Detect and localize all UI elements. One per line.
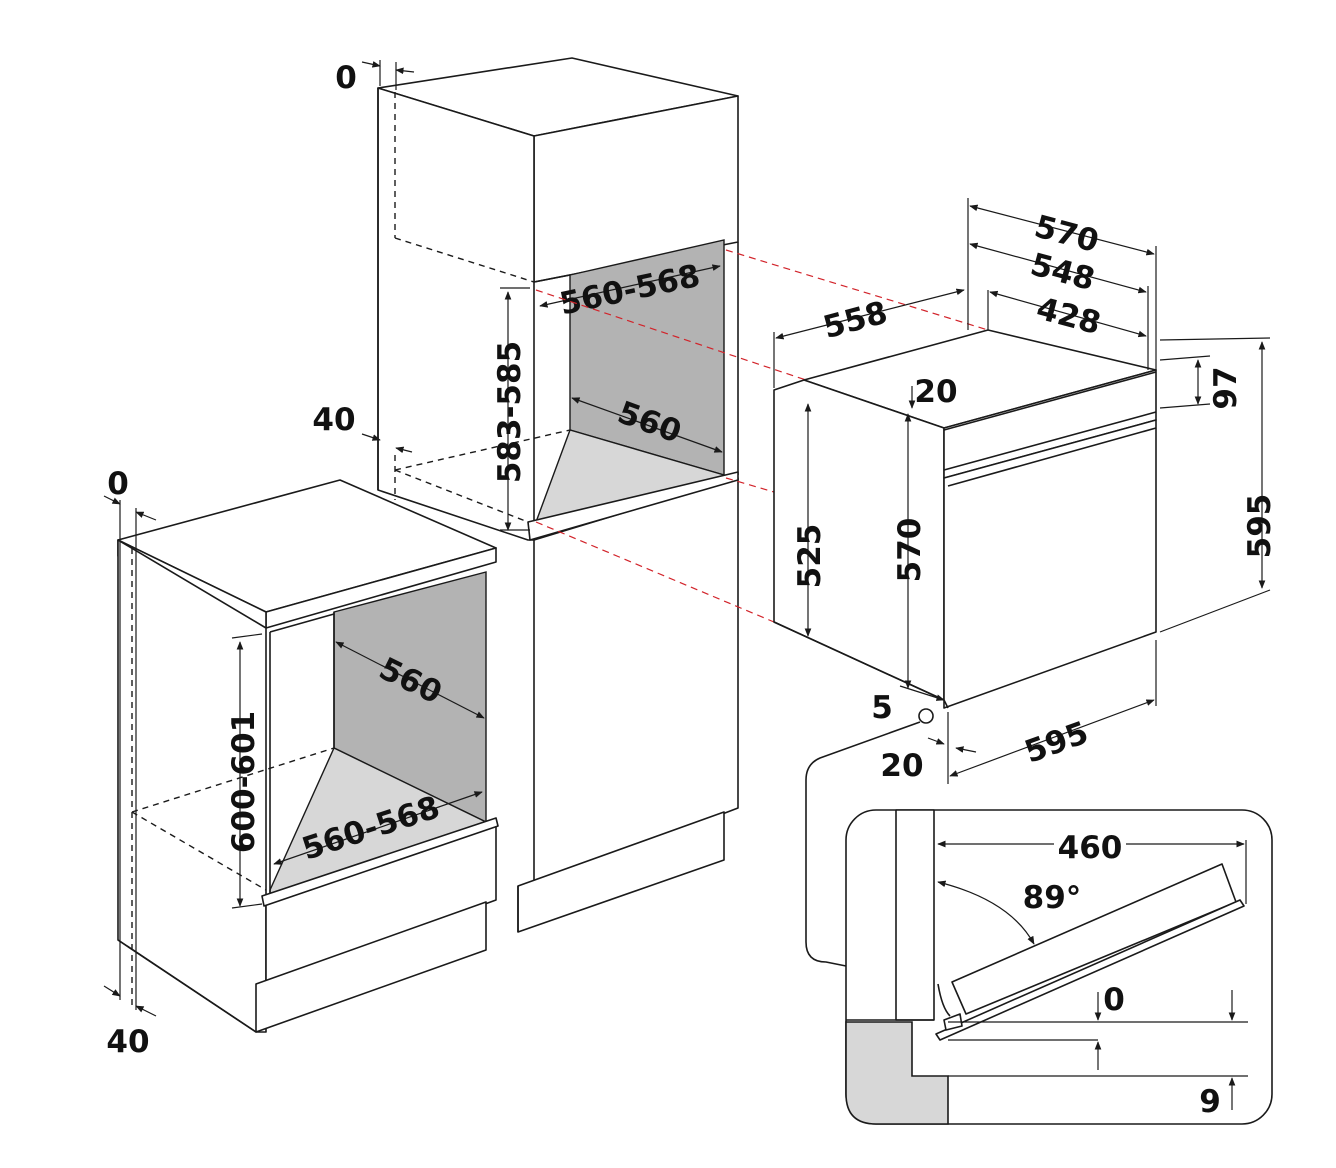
- door-clearance-460: 460: [1058, 830, 1123, 866]
- tall-cabinet-side-gap: 40: [312, 402, 355, 438]
- oven-front-width-595: 595: [1020, 715, 1093, 771]
- oven-width-558: 558: [819, 295, 891, 347]
- under-counter-cabinet: 0 40 560 560-568 600-601: [103, 466, 499, 1060]
- tall-cabinet-top-gap: 0: [335, 60, 357, 96]
- oven-side-height-525: 525: [792, 524, 828, 589]
- oven-depth-428: 428: [1033, 291, 1105, 343]
- oven-inset-20: 20: [914, 374, 957, 410]
- oven-body-height-595: 595: [1242, 494, 1278, 559]
- door-detail-inset: 460 89° 0 9: [845, 809, 1273, 1125]
- tall-cabinet-recess-height: 583-585: [492, 341, 528, 483]
- detail-callout-marker: [918, 708, 934, 724]
- under-counter-recess-height: 600-601: [226, 711, 262, 853]
- oven-offset-20: 20: [880, 748, 923, 784]
- door-gap-0: 0: [1103, 982, 1125, 1018]
- under-counter-bottom-gap: 40: [106, 1024, 149, 1060]
- door-open-angle: 89°: [1023, 880, 1082, 916]
- door-gap-9: 9: [1199, 1084, 1221, 1120]
- oven-door-height-570: 570: [892, 518, 928, 583]
- oven-panel-height-97: 97: [1208, 366, 1244, 409]
- under-counter-top-gap: 0: [107, 466, 129, 502]
- tall-cabinet: 0 40 560-568 583-585 560: [312, 57, 739, 933]
- oven-offset-5: 5: [871, 690, 893, 726]
